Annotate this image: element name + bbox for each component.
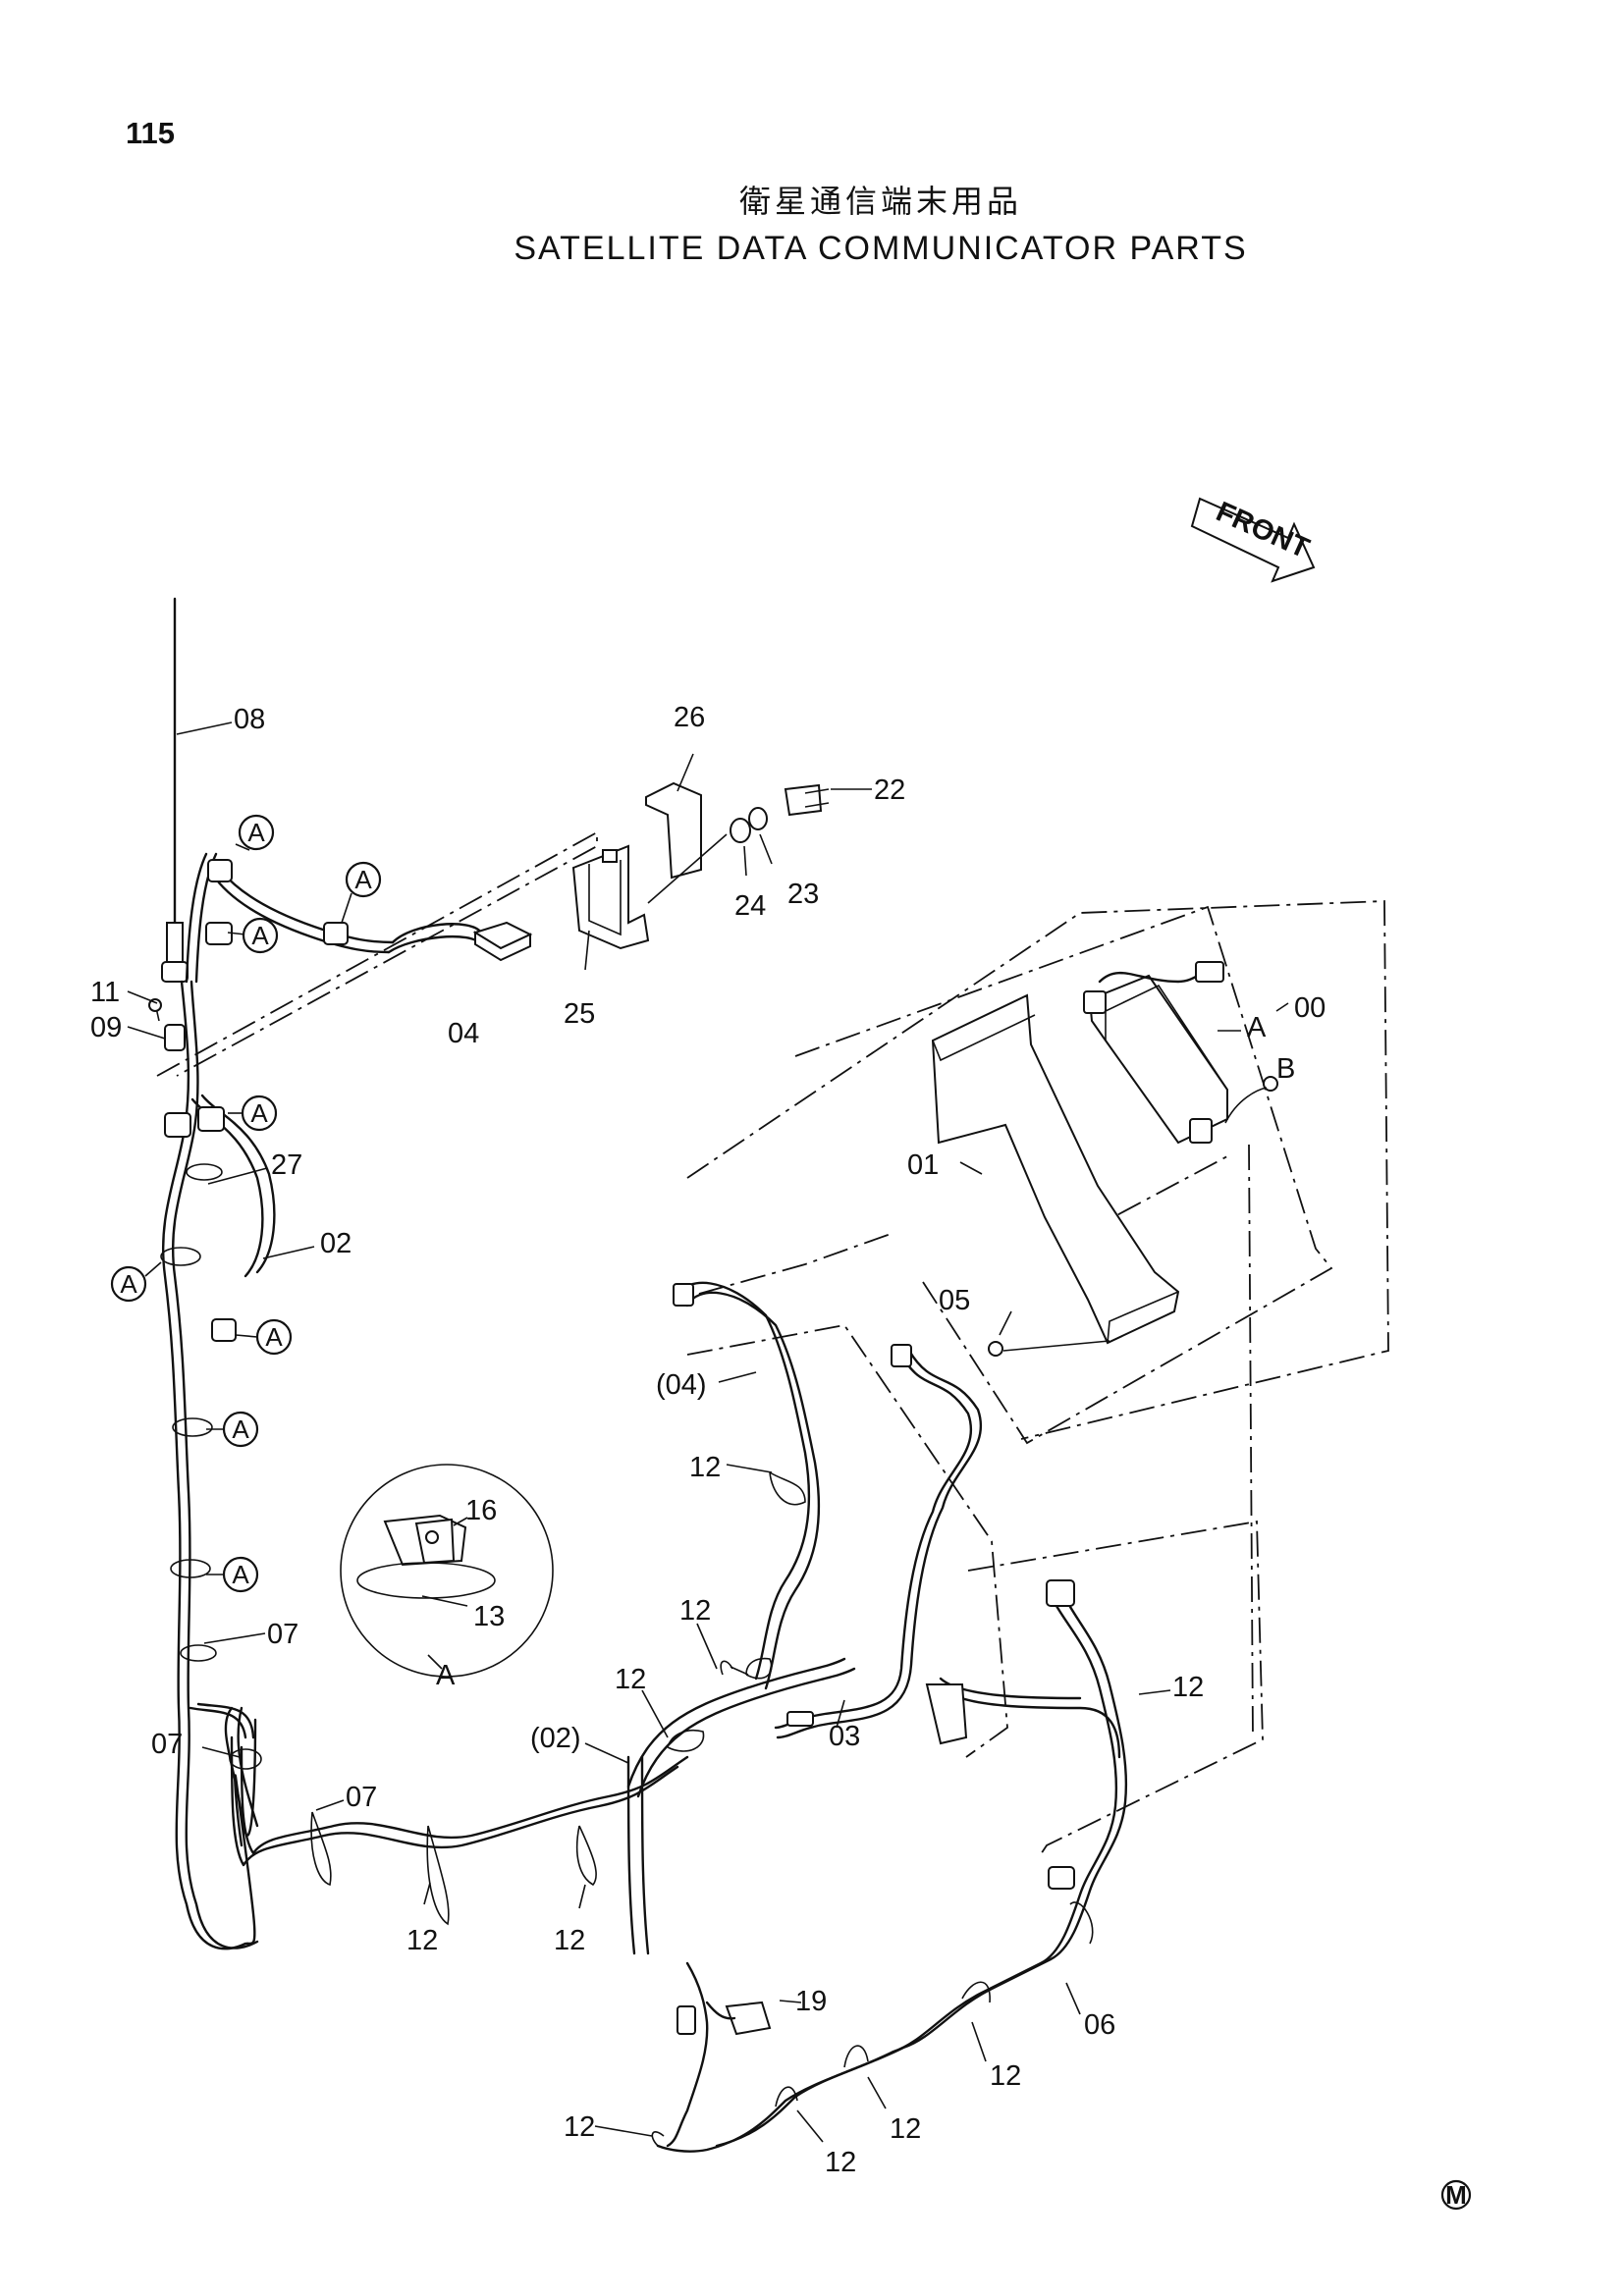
svg-text:A: A xyxy=(251,921,269,950)
circle-refs: A A A A A A A A xyxy=(110,814,382,1593)
footer-mark: M xyxy=(1440,2179,1472,2211)
leader-lines xyxy=(127,721,1289,2143)
svg-text:A: A xyxy=(232,1560,249,1589)
circle-ref-a: A xyxy=(206,1556,259,1593)
callout-ref-b: B xyxy=(1276,1053,1295,1085)
svg-text:A: A xyxy=(247,818,265,847)
callout-13: 13 xyxy=(473,1601,505,1632)
harness-04 xyxy=(673,1281,821,1690)
callout-12: 12 xyxy=(554,1925,585,1956)
detail-view-a xyxy=(340,1464,554,1678)
callout-04: 04 xyxy=(448,1018,479,1049)
svg-text:M: M xyxy=(1445,2180,1467,2210)
callout-01: 01 xyxy=(907,1149,939,1181)
harness-main xyxy=(161,980,856,1955)
callout-05: 05 xyxy=(939,1285,970,1316)
svg-text:A: A xyxy=(120,1269,137,1299)
callout-12: 12 xyxy=(564,2111,595,2143)
callout-04-ref: (04) xyxy=(656,1369,707,1401)
front-arrow: FRONT xyxy=(1190,496,1316,583)
callout-06: 06 xyxy=(1084,2009,1115,2041)
callout-16: 16 xyxy=(465,1495,497,1526)
circle-ref-a: A xyxy=(206,1411,259,1448)
circle-ref-a: A xyxy=(235,1318,293,1356)
callout-25: 25 xyxy=(564,998,595,1030)
circle-ref-a: A xyxy=(235,814,275,851)
title-english: SATELLITE DATA COMMUNICATOR PARTS xyxy=(514,230,1248,267)
title-japanese: 衛星通信端末用品 xyxy=(738,183,1022,220)
callout-11: 11 xyxy=(90,977,120,1008)
callout-03: 03 xyxy=(829,1721,860,1752)
callout-07: 07 xyxy=(346,1782,377,1813)
clamps xyxy=(160,859,806,1926)
callout-08: 08 xyxy=(234,704,265,735)
svg-text:A: A xyxy=(354,865,372,894)
circle-ref-a: A xyxy=(110,1261,162,1303)
antenna xyxy=(148,597,189,1051)
callout-09: 09 xyxy=(90,1012,122,1043)
callout-12: 12 xyxy=(406,1925,438,1956)
controller-assembly xyxy=(931,961,1278,1357)
callout-02-ref: (02) xyxy=(530,1723,581,1754)
svg-text:A: A xyxy=(265,1322,283,1352)
callout-24: 24 xyxy=(734,890,766,922)
svg-text:A: A xyxy=(250,1098,268,1128)
callout-07: 07 xyxy=(267,1619,298,1650)
callout-19: 19 xyxy=(795,1986,827,2017)
callout-00: 00 xyxy=(1294,992,1326,1024)
callout-02: 02 xyxy=(320,1228,352,1259)
callout-12: 12 xyxy=(1172,1672,1204,1703)
callouts: 08 11 09 26 22 24 23 25 04 27 02 01 A 00… xyxy=(90,702,1326,2178)
svg-text:A: A xyxy=(232,1415,249,1444)
harness-03 xyxy=(774,1344,983,1739)
circle-ref-a: A xyxy=(228,1095,278,1132)
callout-22: 22 xyxy=(874,774,905,806)
callout-27: 27 xyxy=(271,1149,302,1181)
harness-upper xyxy=(185,852,533,1278)
callout-12: 12 xyxy=(990,2060,1021,2092)
callout-12: 12 xyxy=(689,1452,721,1483)
bracket-assembly xyxy=(571,781,830,950)
callout-12: 12 xyxy=(679,1595,711,1627)
detail-label-a: A xyxy=(436,1660,456,1691)
circle-ref-a: A xyxy=(227,917,279,954)
callout-23: 23 xyxy=(787,879,819,910)
title-block: 衛星通信端末用品 SATELLITE DATA COMMUNICATOR PAR… xyxy=(0,177,1624,268)
harness-06 xyxy=(651,1579,1128,2153)
page-number: 115 xyxy=(126,116,176,150)
assembly-boundaries xyxy=(156,830,1389,1858)
callout-12: 12 xyxy=(615,1664,646,1695)
callout-26: 26 xyxy=(674,702,705,733)
callout-ref-a: A xyxy=(1247,1012,1267,1043)
circle-ref-a: A xyxy=(341,861,382,924)
callout-07: 07 xyxy=(151,1729,183,1760)
callout-12: 12 xyxy=(825,2147,856,2178)
callout-12: 12 xyxy=(890,2113,921,2145)
